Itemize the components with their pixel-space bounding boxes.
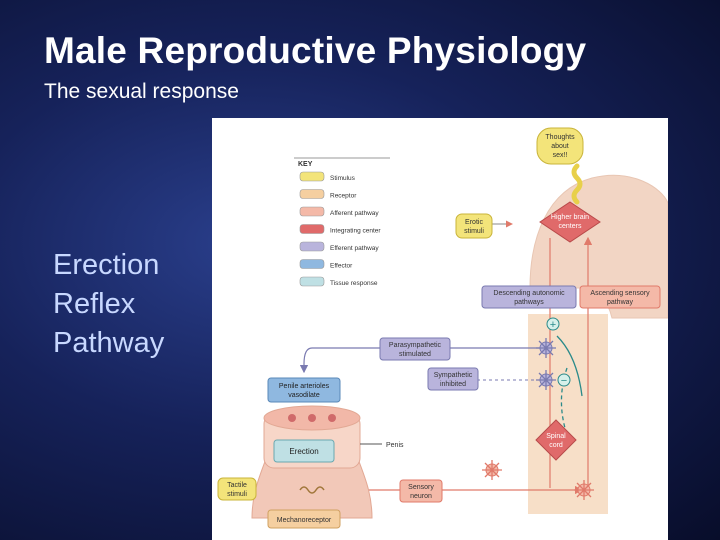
svg-text:Penile arterioles: Penile arterioles <box>279 383 330 390</box>
svg-text:Sensory: Sensory <box>408 484 434 491</box>
key-item: Efferent pathway <box>299 241 379 252</box>
svg-text:Parasympathetic: Parasympathetic <box>389 342 442 349</box>
key-item: Stimulus <box>299 171 356 182</box>
key-swatch <box>299 259 325 269</box>
key-swatch <box>299 276 325 287</box>
key-item: Afferent pathway <box>299 206 379 217</box>
svg-text:sex!!: sex!! <box>553 152 568 159</box>
svg-text:about: about <box>551 143 569 150</box>
svg-text:Spinal: Spinal <box>546 433 566 440</box>
key-swatch <box>299 171 325 182</box>
key-label: Integrating center <box>330 228 381 235</box>
svg-text:Tactile: Tactile <box>227 482 247 489</box>
ascending-pathway-box: Ascending sensory pathway <box>579 285 661 309</box>
key-item: Integrating center <box>299 224 381 235</box>
key-label: Afferent pathway <box>330 210 379 217</box>
svg-text:pathways: pathways <box>514 299 544 306</box>
sensory-neuron-box: Sensory neuron <box>399 479 443 503</box>
parasympathetic-neuron-icon <box>536 338 556 358</box>
mechanoreceptor-box: Mechanoreceptor <box>267 509 341 529</box>
erotic-stimuli-box: Erotic stimuli <box>455 213 493 239</box>
thought-bubble-trail <box>571 163 583 205</box>
svg-text:Descending autonomic: Descending autonomic <box>493 290 565 297</box>
sympathetic-box: Sympathetic inhibited <box>427 367 479 391</box>
svg-text:pathway: pathway <box>607 299 634 306</box>
thoughts-box: Thoughts about sex!! <box>536 127 584 165</box>
side-caption-line: Erection <box>53 249 160 281</box>
svg-text:vasodilate: vasodilate <box>288 392 320 399</box>
svg-text:neuron: neuron <box>410 493 432 500</box>
key-swatch <box>299 189 325 199</box>
svg-text:stimulated: stimulated <box>399 351 431 358</box>
svg-text:stimuli: stimuli <box>464 228 484 235</box>
descending-pathways-box: Descending autonomic pathways <box>481 285 577 309</box>
key-label: Effector <box>330 263 353 270</box>
svg-text:−: − <box>561 375 567 387</box>
slide-subtitle: The sexual response <box>44 80 239 103</box>
sensory-neuron-star-icon <box>482 460 502 480</box>
penis-label: Penis <box>386 442 404 449</box>
side-caption-line: Reflex <box>53 288 136 320</box>
spinal-cord-box: Spinal cord <box>535 419 577 461</box>
tactile-stimuli-box: Tactile stimuli <box>217 477 257 501</box>
svg-text:cord: cord <box>549 442 563 449</box>
svg-text:Sympathetic: Sympathetic <box>434 372 473 379</box>
key-item: Receptor <box>299 189 357 200</box>
inhibitory-minus-sign: − <box>557 373 571 387</box>
excitatory-plus-sign: + <box>546 317 560 331</box>
sympathetic-neuron-icon <box>536 370 556 390</box>
higher-brain-centers-box: Higher brain centers <box>539 201 601 243</box>
key-label: Stimulus <box>330 175 356 182</box>
parasympathetic-box: Parasympathetic stimulated <box>379 337 451 361</box>
key-swatch <box>299 241 325 252</box>
svg-text:centers: centers <box>559 223 582 230</box>
key-label: Efferent pathway <box>330 245 379 252</box>
spinal-cord-band <box>528 314 608 514</box>
side-caption: Erection Reflex Pathway <box>53 246 164 363</box>
svg-text:Erection: Erection <box>289 447 318 456</box>
key-heading: KEY <box>298 161 313 168</box>
svg-text:Erotic: Erotic <box>465 219 483 226</box>
key-swatch <box>299 206 325 217</box>
erection-box: Erection <box>273 439 335 463</box>
svg-text:Thoughts: Thoughts <box>545 134 575 141</box>
svg-text:+: + <box>550 319 556 331</box>
svg-text:inhibited: inhibited <box>440 381 466 388</box>
key-item: Tissue response <box>299 276 378 287</box>
key-label: Tissue response <box>330 280 378 287</box>
svg-text:Ascending sensory: Ascending sensory <box>590 290 650 297</box>
side-caption-line: Pathway <box>53 327 165 359</box>
key-label: Receptor <box>330 193 357 200</box>
slide-title: Male Reproductive Physiology <box>44 30 587 71</box>
penile-arterioles-box: Penile arterioles vasodilate <box>267 377 341 403</box>
spinal-neuron-star-icon <box>574 480 594 500</box>
key-item: Effector <box>299 259 353 270</box>
key-swatch <box>299 224 325 234</box>
svg-text:Mechanoreceptor: Mechanoreceptor <box>277 517 332 524</box>
svg-text:Higher brain: Higher brain <box>551 214 589 221</box>
svg-text:stimuli: stimuli <box>227 491 247 498</box>
